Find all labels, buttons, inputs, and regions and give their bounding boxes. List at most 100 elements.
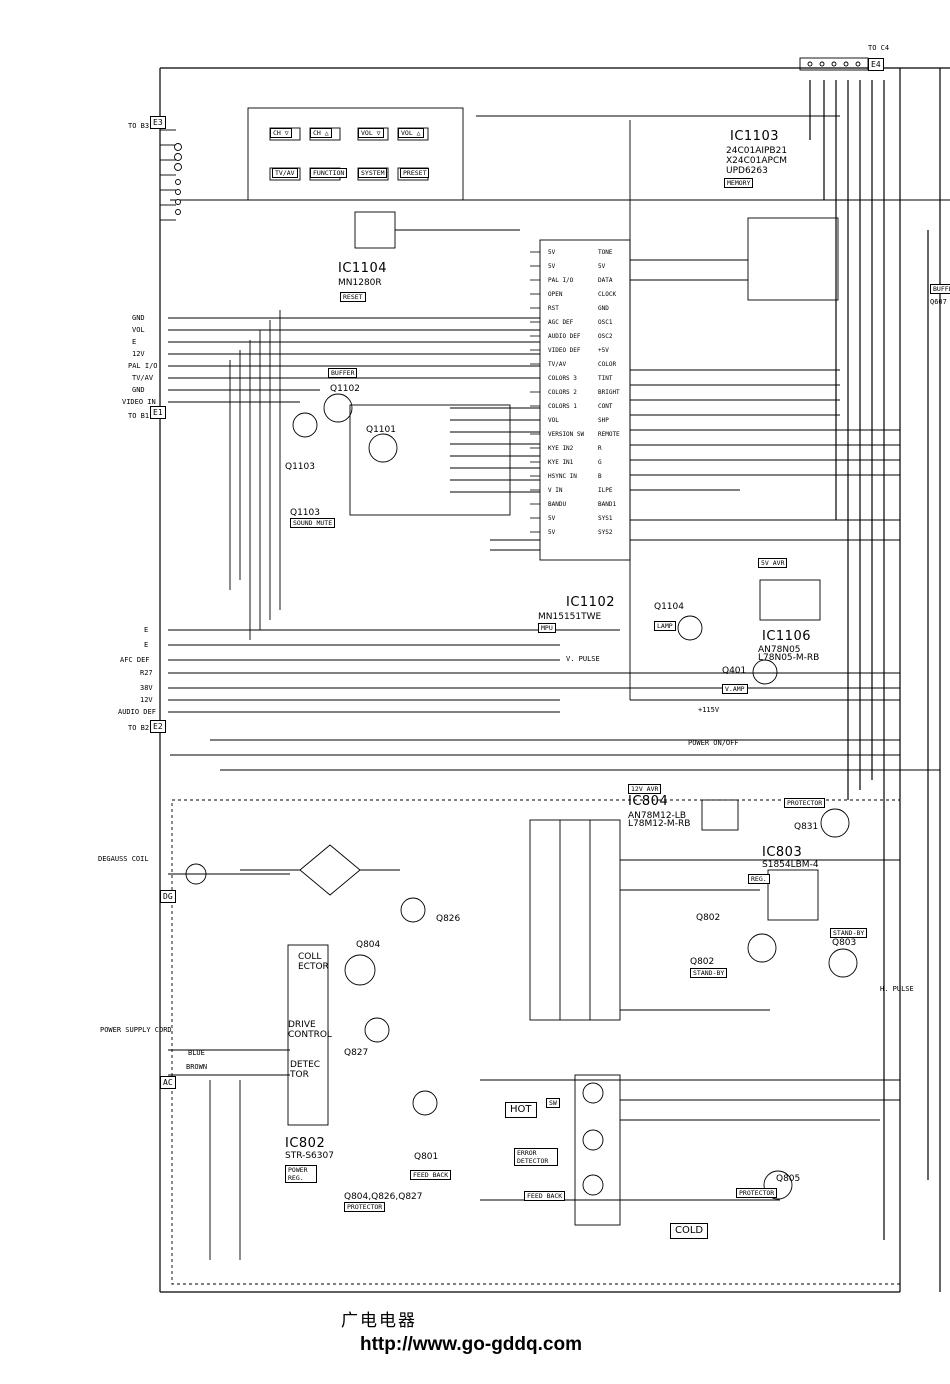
watermark-chinese: 广电电器 (341, 1311, 417, 1331)
key-vol-down: VOL ▽ (358, 128, 384, 138)
key-system: SYSTEM (358, 168, 388, 178)
mpu-pin-left: VOL (548, 417, 559, 424)
mpu-pin-right: GND (598, 305, 609, 312)
mpu-pin-left: COLORS 2 (548, 389, 577, 396)
mpu-pin-left: VERSION SW (548, 431, 585, 438)
mpu-pin-right: +5V (598, 347, 609, 354)
connector-ac: AC (160, 1076, 176, 1089)
stand-by-tag-a: STAND-BY (690, 968, 728, 978)
degauss-coil-label: DEGAUSS COIL (98, 855, 149, 863)
mpu-pin-left: 5V (548, 263, 556, 270)
mpu-pin-right: SHP (598, 417, 609, 424)
q803-label: Q803 (832, 938, 857, 948)
mpu-pin-right: BAND1 (598, 501, 617, 508)
reset-tag: RESET (340, 292, 366, 302)
q802-label-2: Q802 (690, 957, 715, 967)
ic1104-part: MN1280R (338, 278, 382, 288)
q401-label: Q401 (722, 666, 747, 676)
mpu-pin-left: 5V (548, 529, 556, 536)
e1-input: VIDEO IN (122, 398, 156, 406)
to-b3-label: TO B3 (128, 122, 150, 130)
to-b1-label: TO B1 (128, 412, 150, 420)
buffer-tag: BUFFER (328, 368, 358, 378)
mpu-pin-right: BRIGHT (598, 389, 620, 396)
q1104-label: Q1104 (654, 602, 684, 612)
watermark-url: http://www.go-gddq.com (360, 1334, 582, 1355)
key-ch-down: CH ▽ (270, 128, 292, 138)
hot-ground-tag: HOT (505, 1102, 537, 1118)
drive-control-label: DRIVE CONTROL (288, 1020, 332, 1040)
ic804-part1: AN78M12-LB (628, 811, 686, 821)
mpu-pin-right: R (598, 445, 602, 452)
mpu-pin-right: SYS1 (598, 515, 613, 522)
key-preset: PRESET (400, 168, 430, 178)
blue-wire-label: BLUE (188, 1049, 205, 1057)
mpu-pin-left: 5V (548, 249, 556, 256)
cold-ground-tag: COLD (670, 1223, 709, 1239)
ic803-label: IC803 (762, 845, 803, 860)
v-amp-tag: V.AMP (722, 684, 748, 694)
memory-tag: MEMORY (724, 178, 754, 188)
mpu-pin-left: OPEN (548, 291, 563, 298)
q1103-label: Q1103 (285, 462, 315, 472)
plus115v-label: +115V (698, 706, 720, 714)
lamp-tag: LAMP (654, 621, 676, 631)
q1103-label-2: Q1103 (290, 508, 320, 518)
key-tv-av: TV/AV (272, 168, 298, 178)
ic1106-part1: AN78N05 (758, 645, 801, 655)
5v-avr-tag: 5V AVR (758, 558, 788, 568)
mpu-pin-right: OSC1 (598, 319, 613, 326)
stand-by-tag-b: STAND-BY (830, 928, 868, 938)
connector-dg: DG (160, 890, 176, 903)
q805-label: Q805 (776, 1174, 801, 1184)
to-b2-label: TO B2 (128, 724, 150, 732)
key-ch-up: CH △ (310, 128, 332, 138)
mpu-pin-left: 5V (548, 515, 556, 522)
ic1103-part2: X24C01APCM (726, 156, 787, 166)
e2-input: AFC DEF (120, 656, 150, 664)
protector-tag-a: PROTECTOR (784, 798, 826, 808)
ic1104-label: IC1104 (338, 261, 387, 276)
reg-tag: REG. (748, 874, 770, 884)
power-reg-tag: POWER REG. (285, 1165, 317, 1183)
e2-input: AUDIO DEF (118, 708, 156, 716)
sw-tag: SW (546, 1098, 560, 1108)
sound-mute-tag: SOUND MUTE (290, 518, 336, 528)
ic802-label: IC802 (285, 1136, 326, 1151)
mpu-pin-left: TV/AV (548, 361, 567, 368)
e1-input: 12V (132, 350, 145, 358)
mpu-pin-right: 5V (598, 263, 606, 270)
12v-avr-tag: 12V AVR (628, 784, 662, 794)
key-function: FUNCTION (310, 168, 348, 178)
q804-q826-q827-label: Q804,Q826,Q827 (344, 1192, 423, 1202)
connector-e2: E2 (150, 720, 166, 733)
e2-input: 38V (140, 684, 153, 692)
mpu-pin-right: TONE (598, 249, 613, 256)
mpu-pin-right: CONT (598, 403, 613, 410)
ic803-part: S1854LBM-4 (762, 860, 819, 870)
e1-input: E (132, 338, 137, 346)
mpu-pin-right: DATA (598, 277, 613, 284)
ic1103-label: IC1103 (730, 129, 779, 144)
q607-label: Q607 (930, 298, 947, 306)
e1-input: GND (132, 314, 145, 322)
ic1103-part1: 24C01AIPB21 (726, 146, 788, 156)
mpu-pin-left: V IN (548, 487, 563, 494)
ic1103-part3: UPD6263 (726, 166, 768, 176)
ic1102-label: IC1102 (566, 595, 615, 610)
e2-input: E (144, 641, 149, 649)
mpu-pin-right: B (598, 473, 602, 480)
e1-input: VOL (132, 326, 145, 334)
ic802-part: STR-S6307 (285, 1151, 334, 1161)
mpu-pin-right: G (598, 459, 602, 466)
connector-e4: E4 (868, 58, 884, 71)
connector-e3: E3 (150, 116, 166, 129)
mpu-pin-left: COLORS 1 (548, 403, 577, 410)
e1-input: GND (132, 386, 145, 394)
e2-input: E (144, 626, 149, 634)
q827-label: Q827 (344, 1048, 369, 1058)
power-cord-label: POWER SUPPLY CORD (100, 1026, 172, 1034)
mpu-pin-left: AGC DEF (548, 319, 574, 326)
collector-label: COLL ECTOR (298, 952, 329, 972)
